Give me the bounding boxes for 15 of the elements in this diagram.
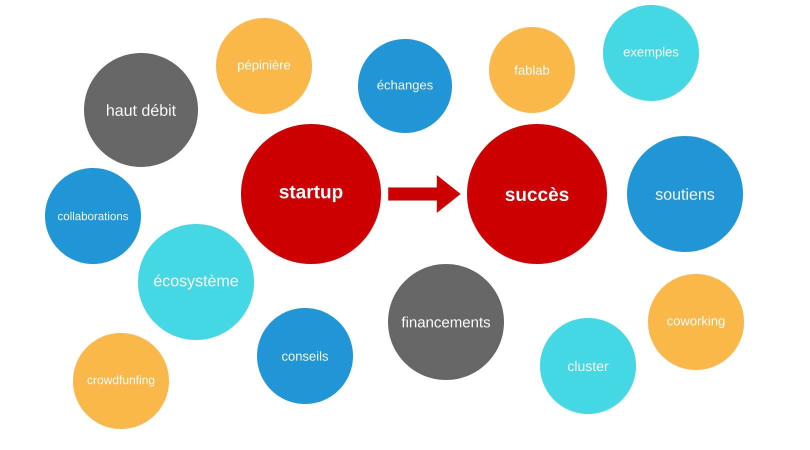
circle-node: cluster (540, 318, 636, 414)
circle-node: échanges (358, 39, 452, 133)
circle-node: haut débit (84, 53, 198, 167)
circle-node: startup (241, 124, 381, 264)
circle-node: écosystème (138, 224, 254, 340)
circle-node: financements (388, 264, 504, 380)
circle-node: soutiens (627, 136, 743, 252)
circle-node: conseils (257, 308, 353, 404)
circle-node: fablab (489, 27, 575, 113)
circle-node: collaborations (45, 168, 141, 264)
circle-node: coworking (648, 274, 744, 370)
circle-node: pépinière (216, 18, 312, 114)
circle-node: crowdfunfing (73, 333, 169, 429)
circle-node: exemples (603, 5, 699, 101)
circle-node: succès (467, 124, 607, 264)
